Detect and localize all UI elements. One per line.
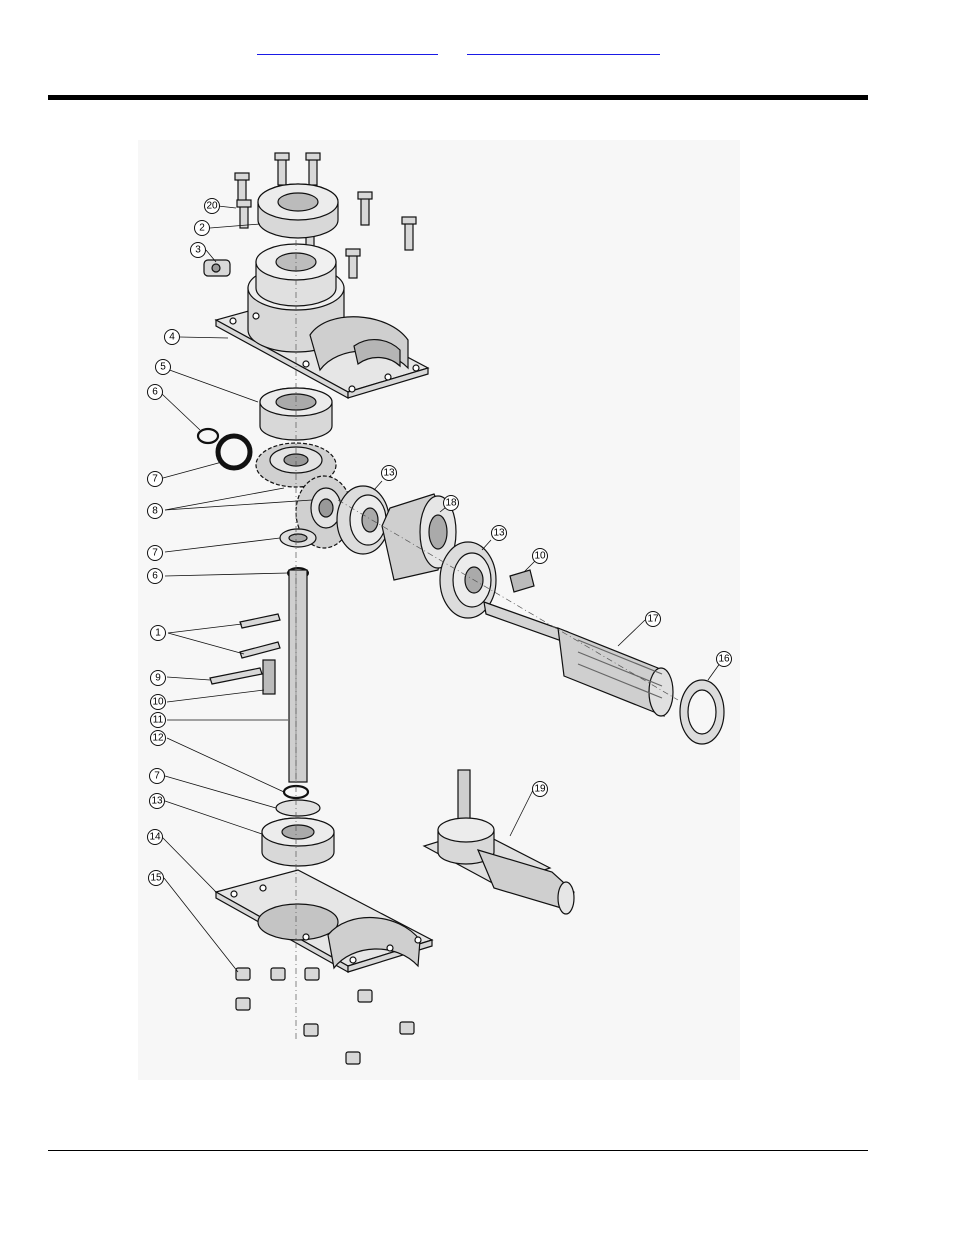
svg-text:9: 9 bbox=[155, 673, 161, 684]
callout: 20 bbox=[204, 198, 220, 214]
header-rule bbox=[48, 95, 868, 100]
callout: 13 bbox=[491, 525, 507, 541]
svg-text:19: 19 bbox=[534, 784, 546, 795]
svg-text:3: 3 bbox=[195, 245, 201, 256]
svg-text:8: 8 bbox=[152, 506, 158, 517]
svg-text:2: 2 bbox=[199, 223, 205, 234]
gearbox-exploded-diagram: 20 2 3 4 5 6 7 8 7 6 1 9 10 11 12 7 13 1… bbox=[138, 140, 740, 1080]
header-link-left[interactable] bbox=[257, 38, 438, 55]
callout: 2 bbox=[194, 220, 210, 236]
shim-lower bbox=[275, 799, 321, 817]
svg-text:11: 11 bbox=[153, 715, 164, 726]
callout: 6 bbox=[147, 384, 163, 400]
callout: 5 bbox=[155, 359, 171, 375]
svg-text:18: 18 bbox=[445, 498, 457, 509]
spacer-tube bbox=[381, 493, 457, 581]
svg-text:13: 13 bbox=[493, 528, 505, 539]
svg-text:4: 4 bbox=[169, 332, 175, 343]
lock-nuts bbox=[235, 967, 415, 1065]
roll-pins bbox=[209, 613, 281, 685]
callout: 12 bbox=[150, 730, 166, 746]
callout: 16 bbox=[716, 651, 732, 667]
callout: 3 bbox=[190, 242, 206, 258]
center-lines bbox=[295, 240, 679, 1040]
input-shaft-key bbox=[509, 569, 535, 593]
callout: 18 bbox=[443, 495, 459, 511]
callout: 6 bbox=[147, 568, 163, 584]
callout: 7 bbox=[147, 471, 163, 487]
svg-text:14: 14 bbox=[149, 832, 161, 843]
svg-text:16: 16 bbox=[718, 654, 730, 665]
svg-text:15: 15 bbox=[150, 873, 162, 884]
svg-text:7: 7 bbox=[154, 771, 160, 782]
input-bearing-left bbox=[336, 485, 390, 555]
svg-text:20: 20 bbox=[206, 201, 218, 212]
callout: 9 bbox=[150, 670, 166, 686]
callout: 10 bbox=[150, 694, 166, 710]
callout: 11 bbox=[150, 712, 166, 728]
svg-text:6: 6 bbox=[152, 387, 158, 398]
svg-text:5: 5 bbox=[160, 362, 166, 373]
callout: 15 bbox=[148, 870, 164, 886]
seal-cap bbox=[257, 183, 339, 239]
leader-lines bbox=[161, 205, 724, 973]
breather-plug bbox=[203, 259, 231, 277]
svg-text:6: 6 bbox=[152, 571, 158, 582]
callout: 13 bbox=[381, 465, 397, 481]
svg-text:7: 7 bbox=[152, 548, 158, 559]
shim-upper bbox=[215, 433, 253, 471]
svg-text:13: 13 bbox=[151, 796, 163, 807]
svg-text:1: 1 bbox=[155, 628, 161, 639]
oil-seal bbox=[679, 679, 725, 745]
callout: 10 bbox=[532, 548, 548, 564]
lower-housing bbox=[214, 869, 434, 974]
header-link-right[interactable] bbox=[467, 38, 660, 55]
svg-text:10: 10 bbox=[152, 697, 164, 708]
svg-text:12: 12 bbox=[152, 733, 164, 744]
svg-text:10: 10 bbox=[534, 551, 546, 562]
callout: 7 bbox=[149, 768, 165, 784]
callout: 17 bbox=[645, 611, 661, 627]
callout: 19 bbox=[532, 781, 548, 797]
callout: 7 bbox=[147, 545, 163, 561]
lower-bearing bbox=[261, 817, 335, 867]
callout: 14 bbox=[147, 829, 163, 845]
input-bearing-right bbox=[439, 541, 497, 619]
svg-text:17: 17 bbox=[647, 614, 659, 625]
svg-text:13: 13 bbox=[383, 468, 395, 479]
svg-text:7: 7 bbox=[152, 474, 158, 485]
callout: 8 bbox=[147, 503, 163, 519]
bevel-gear-pair bbox=[255, 442, 353, 549]
assembled-gearbox bbox=[422, 769, 575, 915]
footer-rule bbox=[48, 1150, 868, 1151]
callout: 13 bbox=[149, 793, 165, 809]
callout: 1 bbox=[150, 625, 166, 641]
callouts: 20 2 3 4 5 6 7 8 7 6 1 9 10 11 12 7 13 1… bbox=[147, 198, 732, 886]
callout: 4 bbox=[164, 329, 180, 345]
input-shaft bbox=[483, 601, 674, 717]
snap-ring-upper bbox=[196, 427, 220, 445]
